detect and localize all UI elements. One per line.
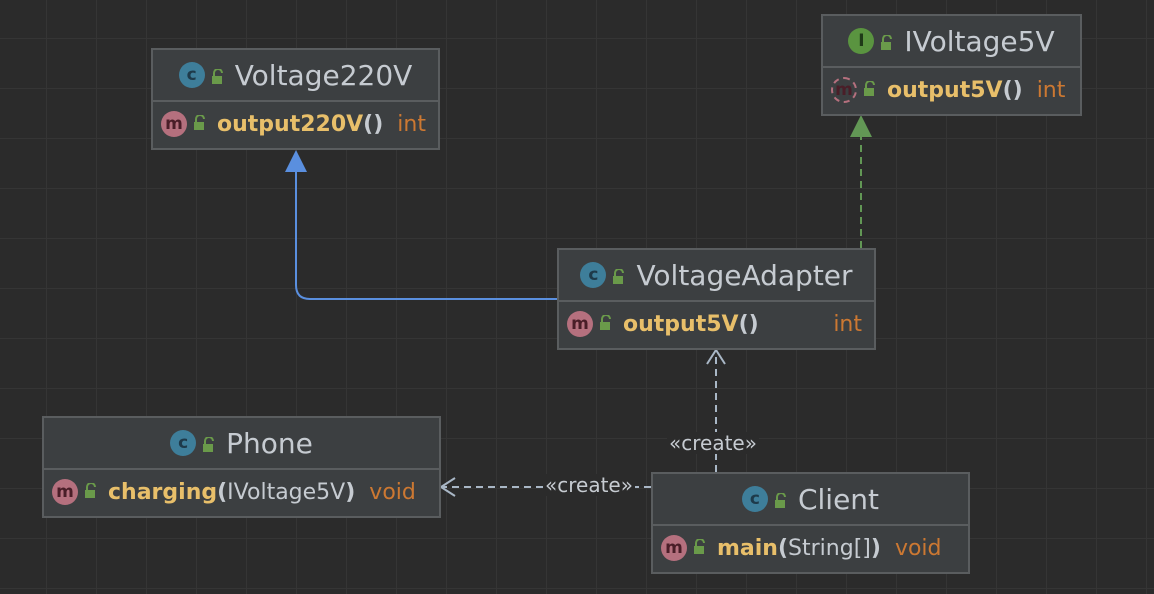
class-header: I IVoltage5V — [823, 16, 1080, 68]
class-header: c VoltageAdapter — [559, 250, 874, 302]
dependency-arrowhead-phone — [439, 477, 456, 497]
create-stereotype-label-adapter: «create» — [667, 431, 759, 455]
public-lock-icon — [193, 112, 207, 137]
abstract-method-icon: m — [831, 77, 857, 103]
class-header: c Voltage220V — [153, 50, 438, 102]
method-return-type: void — [894, 535, 942, 561]
method-return-type: void — [369, 479, 416, 505]
class-node-voltageadapter[interactable]: c VoltageAdapter m output5V ( ) int — [557, 248, 876, 350]
method-name: output5V — [623, 311, 739, 337]
method-params: String[] — [788, 535, 871, 561]
method-close-paren: ) — [373, 111, 384, 137]
public-lock-icon — [202, 427, 216, 460]
public-lock-icon — [599, 312, 613, 337]
method-icon: m — [567, 311, 593, 337]
public-lock-icon — [880, 25, 894, 58]
method-row[interactable]: m output5V ( ) int — [559, 302, 874, 346]
class-header: c Phone — [44, 418, 439, 470]
create-stereotype-label-phone: «create» — [543, 473, 635, 497]
class-icon: c — [580, 262, 607, 288]
public-lock-icon — [863, 78, 877, 103]
class-icon: c — [170, 430, 197, 456]
method-name: charging — [108, 479, 218, 505]
method-icon: m — [161, 111, 187, 137]
realization-arrowhead — [850, 115, 872, 137]
public-lock-icon — [774, 483, 788, 516]
method-open-paren: ( — [738, 311, 749, 337]
public-lock-icon — [612, 259, 626, 292]
method-name: output220V — [217, 111, 364, 137]
class-name: Client — [797, 482, 880, 516]
inheritance-edge — [295, 170, 557, 300]
interface-icon: I — [848, 28, 875, 54]
dependency-arrowhead-adapter — [706, 348, 726, 365]
method-name: main — [717, 535, 778, 561]
method-name: output5V — [887, 77, 1003, 103]
public-lock-icon — [211, 59, 225, 92]
class-name: IVoltage5V — [904, 24, 1055, 58]
static-method-icon: m — [661, 535, 687, 561]
method-close-paren: ) — [748, 311, 759, 337]
method-open-paren: ( — [777, 535, 789, 561]
method-close-paren: ) — [870, 535, 881, 561]
interface-node-ivoltage5v[interactable]: I IVoltage5V m output5V ( ) int — [821, 14, 1082, 116]
method-return-type: int — [1036, 77, 1066, 103]
class-name: Phone — [226, 426, 313, 460]
class-name: VoltageAdapter — [636, 258, 853, 292]
method-params: IVoltage5V — [227, 479, 346, 505]
runnable-class-icon: c — [741, 486, 768, 512]
method-row[interactable]: m main ( String[] ) void — [653, 526, 968, 570]
public-lock-icon — [84, 480, 98, 505]
class-header: c Client — [653, 474, 968, 526]
method-close-paren: ) — [345, 479, 356, 505]
method-close-paren: ) — [1012, 77, 1023, 103]
inheritance-arrowhead — [285, 150, 307, 172]
method-row[interactable]: m output5V ( ) int — [823, 68, 1080, 112]
method-open-paren: ( — [1002, 77, 1013, 103]
method-row[interactable]: m output220V ( ) int — [153, 102, 438, 146]
class-name: Voltage220V — [234, 58, 413, 92]
public-lock-icon — [693, 536, 707, 561]
class-node-phone[interactable]: c Phone m charging ( IVoltage5V ) void — [42, 416, 441, 518]
method-icon: m — [52, 479, 78, 505]
method-return-type: int — [397, 111, 426, 137]
class-node-client[interactable]: c Client m main ( String[] ) void — [651, 472, 970, 574]
method-return-type: int — [833, 311, 862, 337]
class-icon: c — [178, 62, 205, 88]
method-open-paren: ( — [217, 479, 228, 505]
class-node-voltage220v[interactable]: c Voltage220V m output220V ( ) int — [151, 48, 440, 150]
method-row[interactable]: m charging ( IVoltage5V ) void — [44, 470, 439, 514]
method-open-paren: ( — [363, 111, 374, 137]
